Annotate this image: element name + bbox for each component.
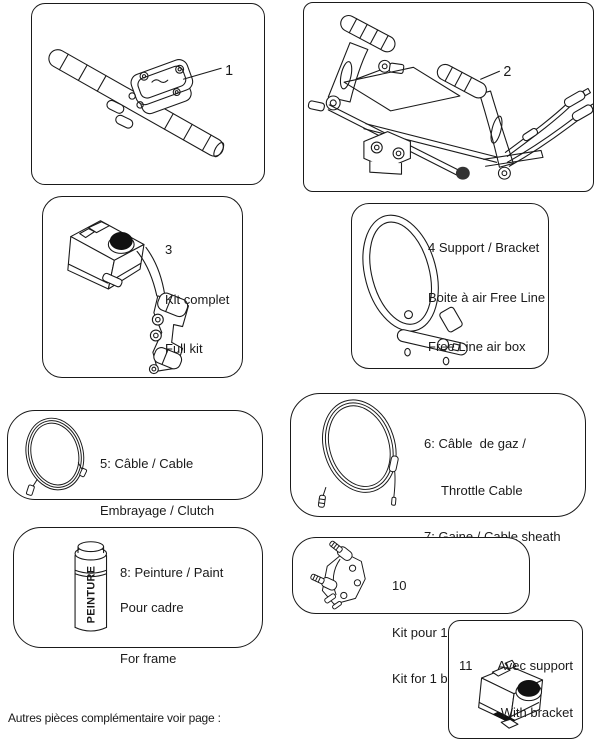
panel-bearing-kit: 10 Kit pour 1 palier Kit for 1 bearing c… [292, 537, 530, 686]
footer-line-fr-title: Autres pièces complémentaire voir page : [8, 711, 221, 726]
panel11-number: 11 [459, 627, 481, 705]
panel-tank-with-bracket: 11 Avec support With bracket [448, 620, 583, 739]
part-number: 11 [459, 658, 473, 673]
panel-clutch-cable: 5: Câble / Cable Embrayage / Clutch [7, 410, 263, 518]
panel-pedal-assembly: 2 [303, 2, 594, 192]
can-label: PEINTURE [86, 566, 98, 624]
panel-full-kit: 3 Kit complet Full kit [42, 196, 243, 378]
bearing-bracket-drawing [310, 540, 366, 610]
label-en: Full kit [165, 341, 203, 356]
throttle-cable-drawing [317, 399, 399, 508]
label-title: 4 Support / Bracket [428, 240, 540, 255]
panel-throttle-cable: 6: Câble de gaz / Throttle Cable 7: Gain… [290, 393, 586, 544]
callout-1-number: 1 [225, 63, 233, 79]
part-number: 10 [392, 578, 407, 593]
panel4-label: 4 Support / Bracket Boite à air Free Lin… [428, 207, 545, 389]
bracket-loop-drawing [362, 214, 468, 366]
clutch-cable-drawing [25, 417, 88, 496]
footer-notes: Autres pièces complémentaire voir page :… [8, 676, 406, 744]
spray-can-drawing: PEINTURE [74, 541, 108, 632]
callout-1-leader [183, 67, 222, 80]
panel-handlebar: 1 [31, 3, 265, 185]
pedal-assembly-drawing: 2 [307, 14, 593, 180]
label-en: For frame [120, 651, 177, 666]
label-6-fr: 6: Câble de gaz / [424, 436, 526, 451]
label-fr: Boite à air Free Line [428, 289, 546, 305]
label-fr: Kit complet [165, 291, 230, 307]
panel-paint: PEINTURE 8: Peinture / Paint Pour cadre … [13, 527, 263, 666]
tank-kit-drawing [67, 220, 190, 375]
panel8-title: 8: Peinture / Paint [120, 532, 223, 615]
label-6-en: Throttle Cable [441, 482, 523, 498]
panel5-label: 5: Câble / Cable Embrayage / Clutch [100, 425, 214, 549]
label-title: 8: Peinture / Paint [120, 565, 224, 580]
small-tank-drawing [478, 659, 544, 729]
label-en: Free Line air box [428, 339, 526, 354]
handlebar-drawing: 1 [48, 49, 233, 158]
callout-2-number: 2 [503, 64, 511, 80]
panel-airbox-bracket: 4 Support / Bracket Boite à air Free Lin… [351, 203, 549, 369]
part-number: 3 [165, 242, 173, 257]
label-fr: Avec support [497, 658, 573, 673]
label-en: Embrayage / Clutch [100, 502, 215, 518]
label-en: With bracket [500, 704, 573, 720]
panel3-label: 3 Kit complet Full kit [165, 209, 229, 391]
panel67-label: 6: Câble de gaz / Throttle Cable 7: Gain… [424, 405, 561, 576]
panel11-label: Avec support With bracket [497, 627, 573, 744]
label-fr: Pour cadre [120, 600, 184, 615]
panel8-label: Pour cadre For frame [120, 565, 184, 701]
label-fr: 5: Câble / Cable [100, 456, 194, 471]
callout-2-leader [480, 70, 501, 80]
